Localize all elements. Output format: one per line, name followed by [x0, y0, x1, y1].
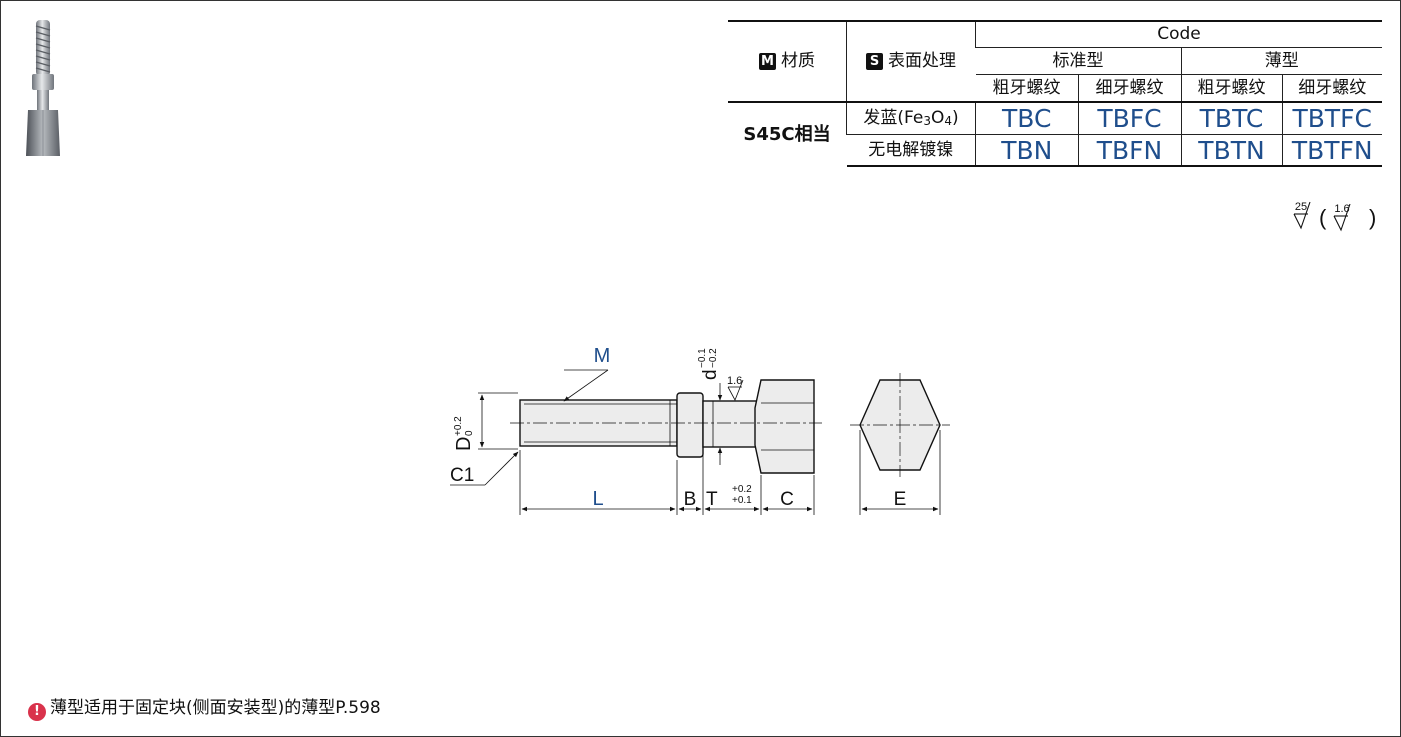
standard-coarse-header: 粗牙螺纹	[975, 74, 1078, 102]
diameter-tol-lower: 0	[464, 430, 475, 436]
collar-width-label: B	[684, 489, 697, 510]
thin-fine-header: 细牙螺纹	[1281, 74, 1382, 102]
neck-tol-lower: −0.2	[708, 348, 719, 368]
footnote-text: 薄型适用于固定块(侧面安装型)的薄型P.598	[50, 698, 381, 718]
surface-badge: S	[866, 53, 883, 70]
svg-text:(: (	[1319, 205, 1327, 230]
code-header: Code	[975, 20, 1382, 48]
roughness-main-value: 25	[1295, 201, 1307, 213]
neck-length-tol-upper: +0.2	[732, 484, 752, 495]
code-cell[interactable]: TBFN	[1077, 134, 1181, 167]
standard-type-header: 标准型	[975, 47, 1181, 75]
exclamation-icon: !	[28, 703, 46, 721]
thread-label: M	[594, 345, 611, 367]
surface-black-oxide: 发蓝(Fe3O4)	[846, 101, 976, 135]
technical-drawing: M D +0.2 0 C1 d −0.1 −0.2 1.6 L B T +0.2…	[450, 345, 950, 515]
chamfer-label: C1	[450, 465, 474, 486]
neck-diameter-label: d	[700, 369, 721, 380]
neck-length-label: T	[706, 489, 718, 510]
neck-tol-upper: −0.1	[697, 348, 708, 368]
thin-coarse-header: 粗牙螺纹	[1180, 74, 1282, 102]
hex-length-label: C	[780, 489, 794, 510]
code-cell[interactable]: TBN	[975, 134, 1078, 167]
surface-nickel: 无电解镀镍	[846, 134, 976, 167]
thin-type-header: 薄型	[1180, 47, 1382, 75]
code-cell[interactable]: TBTFN	[1281, 134, 1382, 167]
material-badge: M	[759, 53, 776, 70]
standard-fine-header: 细牙螺纹	[1077, 74, 1181, 102]
length-label: L	[592, 488, 603, 510]
surface-roughness-symbol: 25 ( 1.6 )	[1293, 201, 1376, 232]
diameter-tol-upper: +0.2	[453, 416, 464, 436]
code-cell[interactable]: TBTFC	[1281, 101, 1382, 135]
code-cell[interactable]: TBTN	[1180, 134, 1282, 167]
diameter-label: D	[453, 437, 475, 451]
product-photo	[26, 20, 60, 156]
neck-roughness: 1.6	[727, 375, 742, 387]
roughness-secondary-value: 1.6	[1334, 203, 1349, 215]
code-cell[interactable]: TBC	[975, 101, 1078, 135]
material-value: S45C相当	[728, 101, 847, 166]
hex-width-label: E	[894, 489, 907, 510]
code-cell[interactable]: TBTC	[1180, 101, 1282, 135]
svg-text:): )	[1369, 205, 1376, 230]
footnote: !薄型适用于固定块(侧面安装型)的薄型P.598	[28, 693, 381, 721]
code-cell[interactable]: TBFC	[1077, 101, 1181, 135]
neck-length-tol-lower: +0.1	[732, 495, 752, 506]
